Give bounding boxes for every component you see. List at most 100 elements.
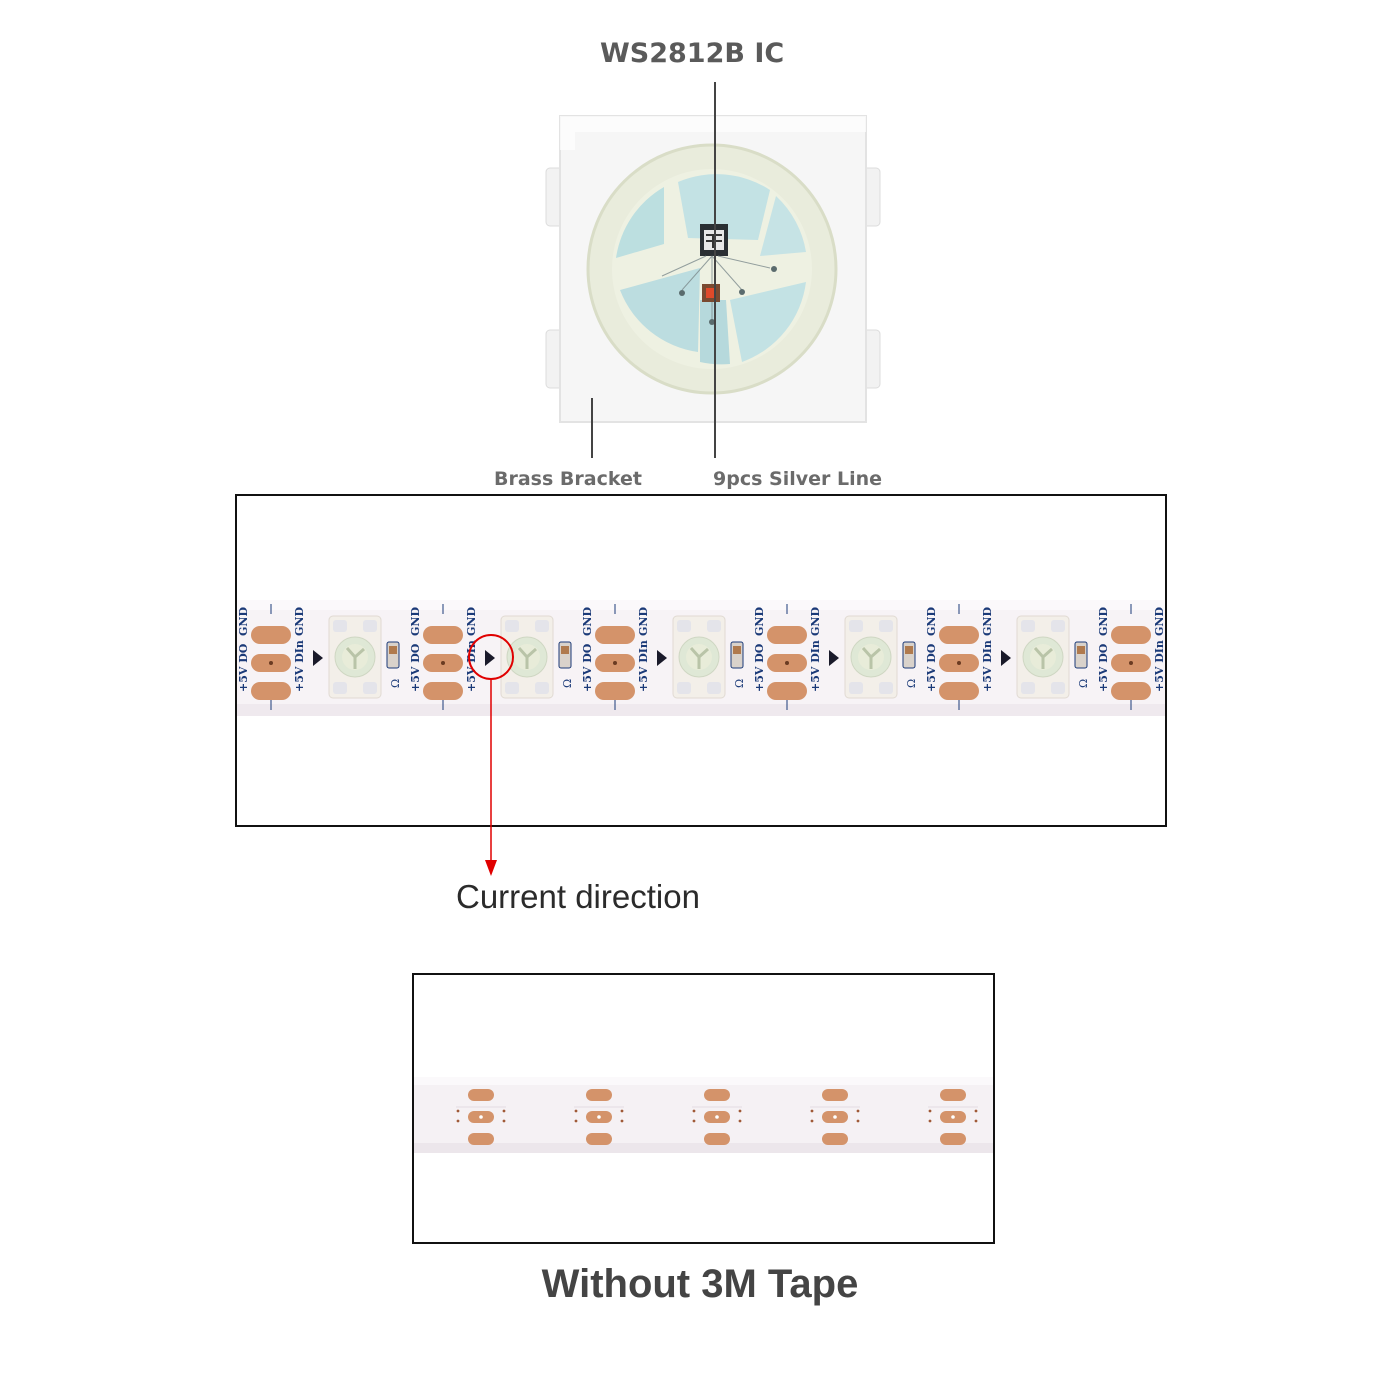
resistor-symbol: Ω bbox=[733, 679, 746, 688]
resistor-symbol: Ω bbox=[905, 679, 918, 688]
back-dot bbox=[620, 1109, 624, 1113]
ic-label: WS2812B IC bbox=[600, 38, 785, 69]
pad-via bbox=[441, 661, 445, 665]
back-copper-pad bbox=[704, 1089, 730, 1101]
pad-label-gnd: GND bbox=[409, 607, 422, 636]
pad-label-gnd: GND bbox=[1153, 607, 1165, 636]
direction-arrow-icon bbox=[829, 650, 839, 666]
pad-label-5v-din: +5V DIn bbox=[981, 640, 994, 692]
pad-label-gnd: GND bbox=[293, 607, 306, 636]
direction-arrow-icon bbox=[657, 650, 667, 666]
led-pin bbox=[1051, 682, 1065, 694]
led-pin bbox=[849, 682, 863, 694]
copper-pad bbox=[1111, 626, 1151, 644]
led-pin bbox=[707, 682, 721, 694]
resistor bbox=[558, 641, 572, 669]
copper-pad bbox=[595, 682, 635, 700]
back-dot bbox=[456, 1109, 460, 1113]
pad-label-gnd: GND bbox=[753, 607, 766, 636]
led-lead bbox=[345, 647, 365, 669]
resistor bbox=[902, 641, 916, 669]
back-via bbox=[833, 1115, 837, 1119]
resistor-symbol: Ω bbox=[561, 679, 574, 688]
led-pin bbox=[363, 620, 377, 632]
led-lead bbox=[1033, 647, 1053, 669]
pad-via bbox=[785, 661, 789, 665]
copper-pad bbox=[423, 682, 463, 700]
without-tape-label: Without 3M Tape bbox=[541, 1262, 859, 1306]
copper-pad bbox=[767, 682, 807, 700]
led-lead bbox=[689, 647, 709, 669]
back-dot bbox=[738, 1109, 742, 1113]
back-via bbox=[597, 1115, 601, 1119]
pad-label-5v-do: +5V DO bbox=[581, 643, 594, 692]
pad-label-gnd: GND bbox=[981, 607, 994, 636]
pad-label-5v-din: +5V DIn bbox=[809, 640, 822, 692]
back-dot bbox=[574, 1119, 578, 1123]
back-dot bbox=[738, 1119, 742, 1123]
resistor bbox=[730, 641, 744, 669]
back-dot bbox=[974, 1119, 978, 1123]
back-dot bbox=[974, 1109, 978, 1113]
led-pin bbox=[1021, 620, 1035, 632]
pad-via bbox=[613, 661, 617, 665]
back-via bbox=[951, 1115, 955, 1119]
pad-label-gnd: GND bbox=[809, 607, 822, 636]
back-dot bbox=[502, 1119, 506, 1123]
led-pin bbox=[535, 620, 549, 632]
led-pin bbox=[333, 682, 347, 694]
pad-label-5v-do: +5V DO bbox=[409, 643, 422, 692]
back-copper-pad bbox=[468, 1133, 494, 1145]
brass-bracket-label: Brass Bracket bbox=[494, 468, 642, 490]
copper-pad bbox=[423, 626, 463, 644]
copper-pad bbox=[939, 682, 979, 700]
back-dot bbox=[856, 1109, 860, 1113]
led-pin bbox=[677, 682, 691, 694]
led-pin bbox=[1021, 682, 1035, 694]
led-lead bbox=[861, 647, 881, 669]
resistor bbox=[386, 641, 400, 669]
copper-pad bbox=[251, 682, 291, 700]
back-dot bbox=[856, 1119, 860, 1123]
pad-label-5v-do: +5V DO bbox=[237, 643, 250, 692]
pad-label-gnd: GND bbox=[925, 607, 938, 636]
pad-via bbox=[1129, 661, 1133, 665]
pad-label-5v-do: +5V DO bbox=[925, 643, 938, 692]
pad-label-5v-din: +5V DIn bbox=[293, 640, 306, 692]
pad-label-5v-do: +5V DO bbox=[753, 643, 766, 692]
copper-pad bbox=[251, 626, 291, 644]
led-pin bbox=[505, 682, 519, 694]
back-dot bbox=[928, 1119, 932, 1123]
resistor-cap bbox=[1077, 646, 1085, 654]
resistor-cap bbox=[561, 646, 569, 654]
back-dot bbox=[810, 1109, 814, 1113]
pad-label-gnd: GND bbox=[1097, 607, 1110, 636]
pad-label-gnd: GND bbox=[637, 607, 650, 636]
back-dot bbox=[928, 1109, 932, 1113]
pad-via bbox=[269, 661, 273, 665]
resistor-cap bbox=[389, 646, 397, 654]
ws2812b-chip-diagram bbox=[545, 82, 881, 458]
pad-label-5v-do: +5V DO bbox=[1097, 643, 1110, 692]
back-dot bbox=[692, 1109, 696, 1113]
pad-via bbox=[957, 661, 961, 665]
back-copper-pad bbox=[940, 1133, 966, 1145]
led-pin bbox=[333, 620, 347, 632]
resistor-symbol: Ω bbox=[389, 679, 402, 688]
led-pin bbox=[849, 620, 863, 632]
led-pin bbox=[879, 620, 893, 632]
back-copper-pad bbox=[468, 1089, 494, 1101]
resistor bbox=[1074, 641, 1088, 669]
back-copper-pad bbox=[822, 1133, 848, 1145]
direction-arrow-icon bbox=[485, 650, 495, 666]
pad-label-5v-din: +5V DIn bbox=[1153, 640, 1165, 692]
copper-pad bbox=[767, 626, 807, 644]
pad-label-gnd: GND bbox=[581, 607, 594, 636]
resistor-cap bbox=[733, 646, 741, 654]
direction-arrow-icon bbox=[313, 650, 323, 666]
copper-pad bbox=[1111, 682, 1151, 700]
back-copper-pad bbox=[704, 1133, 730, 1145]
resistor-cap bbox=[905, 646, 913, 654]
led-pin bbox=[1051, 620, 1065, 632]
